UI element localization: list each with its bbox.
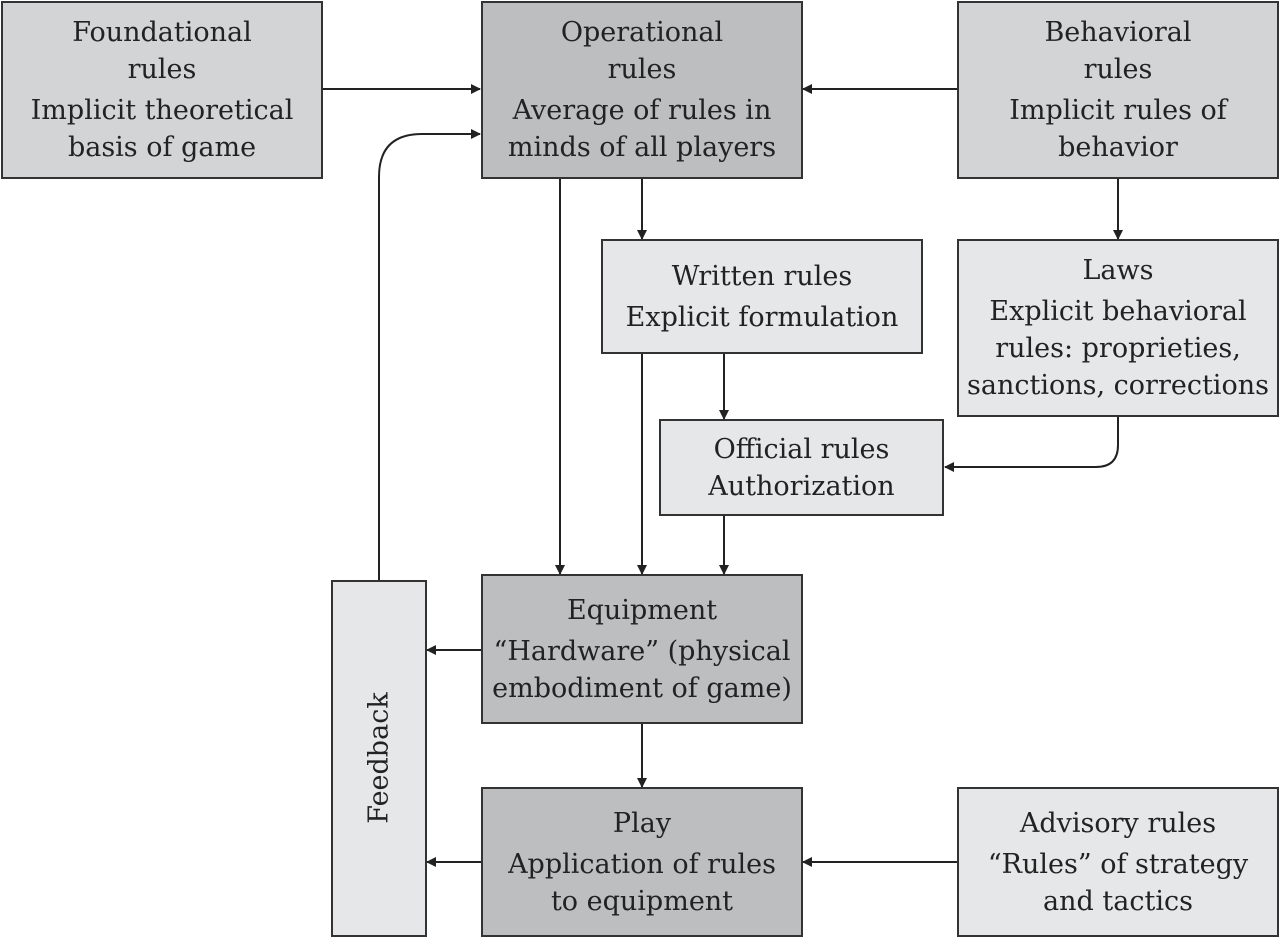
node-title: Play bbox=[612, 807, 672, 839]
arrow-laws-to-official bbox=[944, 417, 1119, 472]
node-title: Operational bbox=[560, 17, 724, 48]
node-written-rules: Written rules Explicit formulation bbox=[601, 239, 923, 354]
node-desc: “Hardware” (physical bbox=[493, 635, 791, 667]
node-title: Written rules bbox=[671, 260, 853, 292]
node-desc: Implicit rules of bbox=[1009, 95, 1227, 126]
node-desc: Explicit formulation bbox=[625, 301, 899, 333]
node-feedback bbox=[331, 580, 427, 937]
node-desc: Implicit theoretical bbox=[30, 95, 294, 126]
node-title: Foundational bbox=[72, 17, 252, 48]
node-desc: sanctions, corrections bbox=[967, 370, 1269, 401]
node-desc: basis of game bbox=[67, 132, 257, 163]
node-desc: and tactics bbox=[1043, 885, 1193, 917]
node-desc: to equipment bbox=[550, 885, 734, 917]
node-desc: “Rules” of strategy bbox=[987, 848, 1249, 880]
node-title: Behavioral bbox=[1044, 17, 1192, 48]
node-desc: Authorization bbox=[708, 470, 895, 502]
feedback-label: Feedback bbox=[363, 692, 395, 824]
node-title: rules bbox=[1083, 54, 1153, 85]
node-desc: minds of all players bbox=[507, 132, 777, 163]
node-title: Official rules bbox=[713, 433, 890, 465]
node-advisory-rules: Advisory rules “Rules” of strategy and t… bbox=[957, 787, 1279, 937]
node-title: Equipment bbox=[566, 594, 718, 626]
node-desc: behavior bbox=[1058, 132, 1178, 163]
node-operational-rules: Operational rules Average of rules in mi… bbox=[481, 1, 803, 179]
node-desc: Application of rules bbox=[508, 848, 776, 880]
node-play: Play Application of rules to equipment bbox=[481, 787, 803, 937]
node-title: Laws bbox=[1082, 255, 1154, 286]
node-desc: rules: proprieties, bbox=[995, 333, 1241, 364]
node-title: rules bbox=[127, 54, 197, 85]
arrow-feedback-to-operational bbox=[378, 129, 481, 580]
node-desc: Explicit behavioral bbox=[989, 296, 1247, 327]
node-title: Advisory rules bbox=[1019, 807, 1217, 839]
node-desc: Average of rules in bbox=[512, 95, 772, 126]
node-laws: Laws Explicit behavioral rules: propriet… bbox=[957, 239, 1279, 417]
node-official-rules: Official rules Authorization bbox=[659, 419, 944, 516]
node-desc: embodiment of game) bbox=[492, 672, 792, 704]
node-equipment: Equipment “Hardware” (physical embodimen… bbox=[481, 574, 803, 724]
node-foundational-rules: Foundational rules Implicit theoretical … bbox=[1, 1, 323, 179]
node-title: rules bbox=[607, 54, 677, 85]
node-behavioral-rules: Behavioral rules Implicit rules of behav… bbox=[957, 1, 1279, 179]
